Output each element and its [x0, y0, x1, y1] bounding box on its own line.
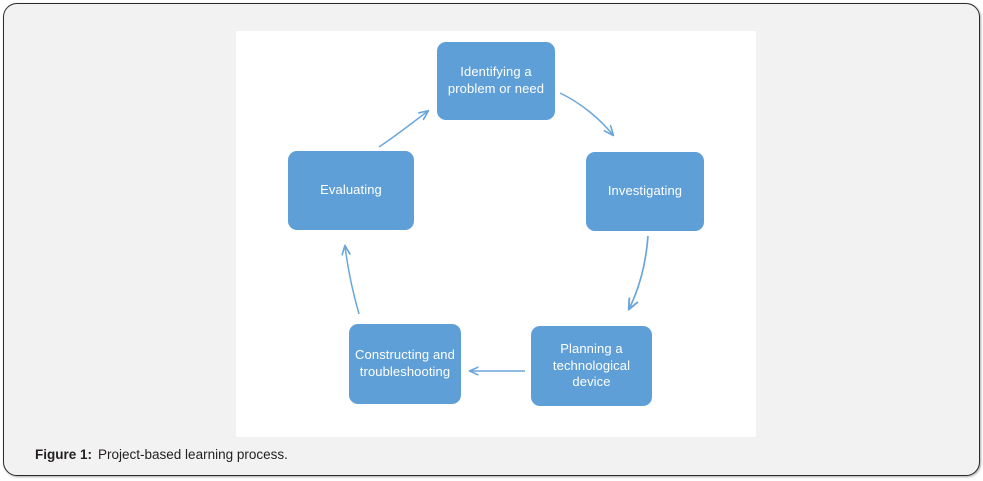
process-node-investigate-label: Investigating — [607, 183, 683, 199]
process-node-evaluate[interactable]: Evaluating — [288, 151, 414, 230]
diagram-canvas: Identifying a problem or need Investigat… — [236, 31, 756, 437]
figure-frame: Identifying a problem or need Investigat… — [3, 3, 980, 476]
process-node-planning-label: Planning a technological device — [552, 341, 631, 390]
process-node-planning[interactable]: Planning a technological device — [531, 326, 652, 406]
arrow-identify-to-investigate — [559, 92, 613, 135]
process-node-investigate[interactable]: Investigating — [586, 152, 704, 231]
process-node-construct[interactable]: Constructing and troubleshooting — [349, 324, 461, 404]
figure-caption-text: Project-based learning process. — [98, 447, 288, 462]
process-node-evaluate-label: Evaluating — [320, 182, 382, 198]
arrow-investigate-to-planning — [629, 235, 649, 309]
arrow-construct-to-evaluate — [345, 246, 360, 315]
figure-caption: Figure 1: Project-based learning process. — [35, 447, 288, 462]
process-node-identify-label: Identifying a problem or need — [447, 64, 545, 96]
figure-caption-label: Figure 1: — [35, 447, 93, 462]
process-node-identify[interactable]: Identifying a problem or need — [437, 42, 555, 120]
arrow-evaluate-to-identify — [378, 111, 428, 148]
process-node-construct-label: Constructing and troubleshooting — [355, 347, 455, 379]
